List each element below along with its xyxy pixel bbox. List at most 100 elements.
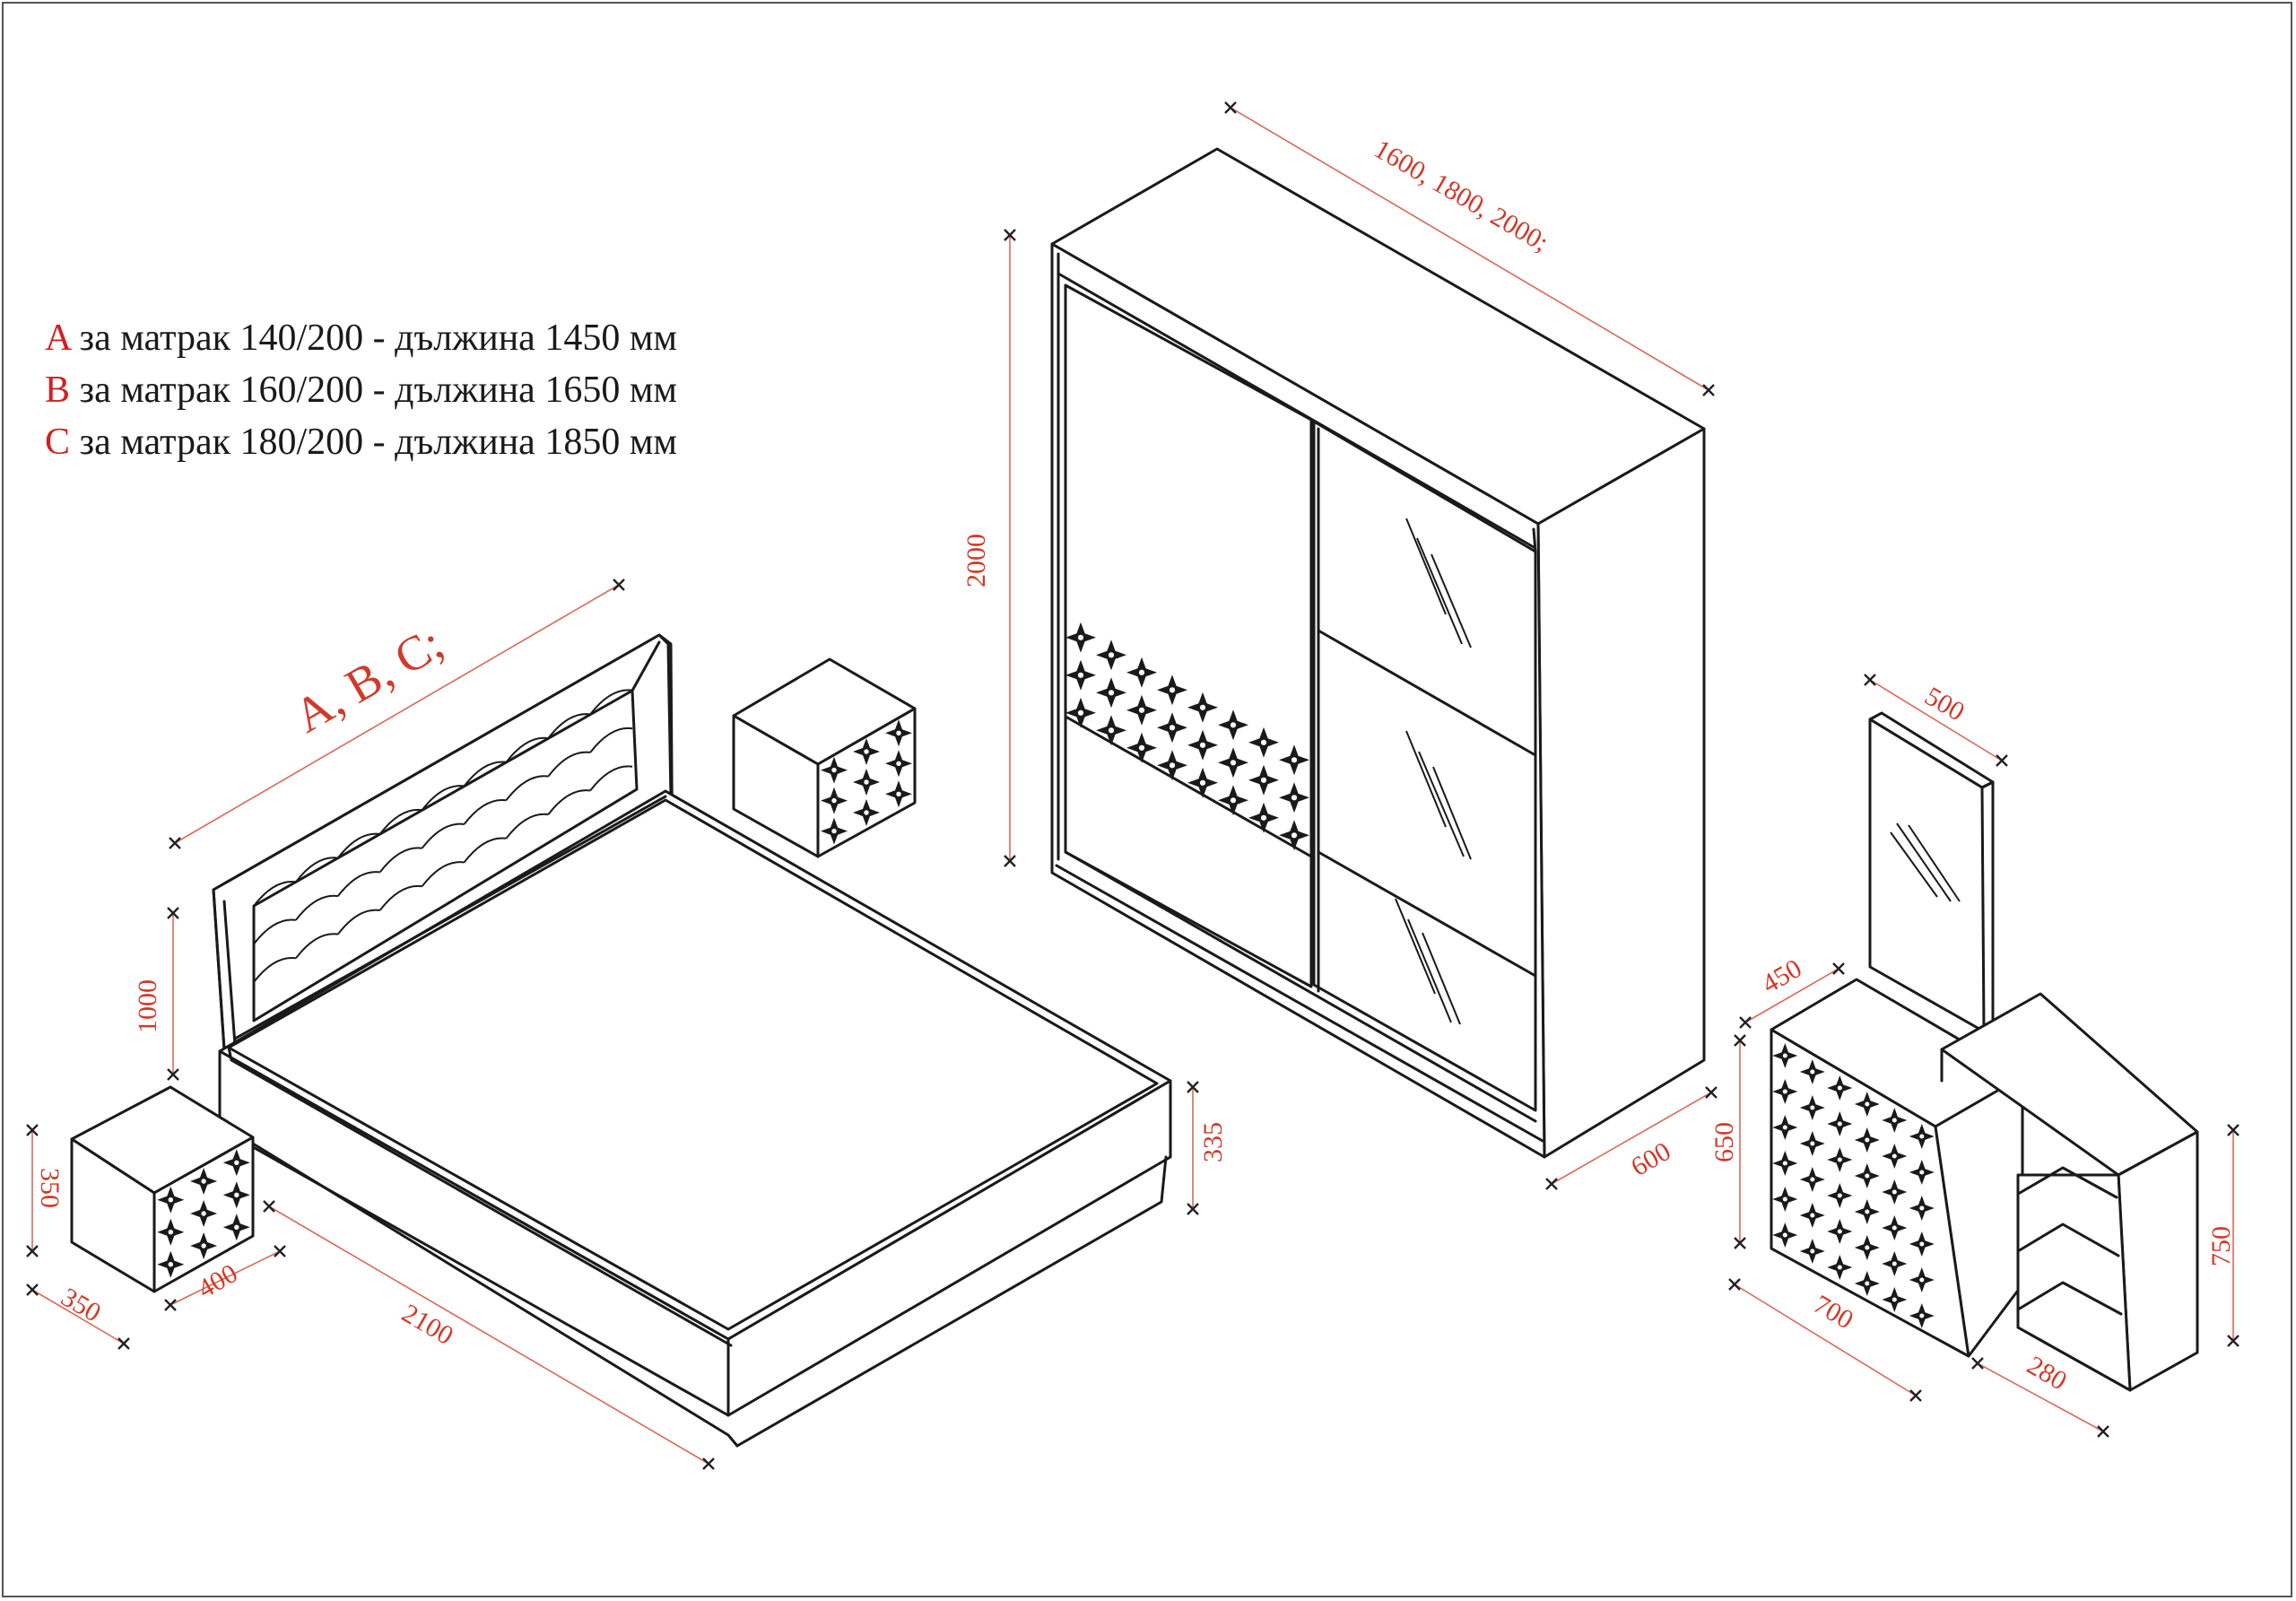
wardrobe-decor-dot bbox=[1108, 690, 1115, 696]
mattress-size-legend: A за матрак 140/200 - дължина 1450 мм B … bbox=[45, 312, 677, 468]
dresser-decor-dot bbox=[1919, 1134, 1925, 1139]
dresser-decor-dot bbox=[1782, 1232, 1787, 1238]
wardrobe-decor-dot bbox=[1199, 779, 1206, 786]
wardrobe-mirror-glare-3 bbox=[1395, 898, 1461, 1025]
headboard-tuft bbox=[295, 894, 338, 921]
dresser-decor-dot bbox=[1837, 1229, 1842, 1234]
legend-row-b: B за матрак 160/200 - дължина 1650 мм bbox=[45, 364, 677, 416]
dresser-decor-dot bbox=[1837, 1121, 1842, 1127]
wardrobe-rail-end bbox=[1532, 527, 1537, 553]
headboard-tuft bbox=[463, 761, 507, 787]
dresser-decor-dot bbox=[1837, 1157, 1842, 1162]
dimension-tick bbox=[26, 1283, 39, 1296]
dimension-tick bbox=[1004, 855, 1016, 867]
wardrobe-decor-dot bbox=[1138, 669, 1145, 675]
dresser-decor-dot bbox=[1810, 1177, 1815, 1182]
dresser-decor-dot bbox=[1810, 1141, 1815, 1146]
legend-text-a: за матрак 140/200 - дължина 1450 мм bbox=[70, 318, 677, 359]
wardrobe-decor-dot bbox=[1260, 739, 1267, 745]
dresser-decor-dot bbox=[1837, 1193, 1842, 1198]
headboard-tuft bbox=[505, 736, 549, 763]
nightstand-front-pattern bbox=[157, 1149, 250, 1278]
wardrobe-left-door bbox=[1064, 283, 1313, 988]
bed-headboard-tufting bbox=[253, 689, 633, 983]
nightstand-back-pattern bbox=[821, 719, 912, 845]
wardrobe-mirror-glare-2 bbox=[1405, 730, 1472, 860]
wardrobe-left-panel-line bbox=[1065, 716, 1313, 858]
label-wardrobe-height: 2000 bbox=[961, 534, 991, 587]
dresser-decor-dot bbox=[1782, 1053, 1787, 1058]
headboard-tuft bbox=[378, 808, 422, 835]
headboard-tuft bbox=[463, 798, 507, 825]
wardrobe-decor-dot bbox=[1230, 797, 1237, 804]
dimension-lines bbox=[26, 101, 2239, 1470]
bed bbox=[212, 633, 1172, 1448]
dimension-tick bbox=[702, 1457, 715, 1470]
dresser-decor-dot bbox=[1892, 1261, 1897, 1266]
dimension-tick bbox=[2097, 1425, 2109, 1438]
wardrobe bbox=[1050, 147, 1706, 1159]
dimension-tick bbox=[1909, 1389, 1922, 1402]
dimension-tick bbox=[1864, 674, 1876, 686]
dimension-tick bbox=[1187, 1203, 1199, 1215]
dimension-tick bbox=[167, 1068, 179, 1081]
label-shelf-height: 750 bbox=[2206, 1226, 2236, 1266]
label-wardrobe-width: 1600, 1800, 2000; bbox=[1370, 134, 1554, 257]
dimension-tick bbox=[1996, 754, 2008, 767]
dresser-pattern bbox=[1772, 1043, 1935, 1328]
headboard-tuft bbox=[547, 713, 591, 739]
dimension-tick bbox=[263, 1200, 275, 1213]
wardrobe-bottom-rail bbox=[1064, 850, 1537, 1123]
label-shelf-depth: 280 bbox=[2022, 1350, 2072, 1396]
nightstand-back bbox=[732, 657, 917, 858]
nightstand-front-decor-dot bbox=[234, 1192, 239, 1198]
dresser-decor-dot bbox=[1892, 1118, 1897, 1123]
dresser bbox=[1770, 711, 2199, 1392]
wardrobe-decor-dot bbox=[1138, 744, 1145, 751]
label-nightstand-width: 350 bbox=[57, 1282, 106, 1327]
dresser-decor-dot bbox=[1810, 1105, 1815, 1110]
wardrobe-decor-dot bbox=[1077, 634, 1084, 640]
wardrobe-plinth bbox=[1055, 864, 1544, 1143]
wardrobe-decor-dot bbox=[1291, 795, 1298, 801]
dresser-decor-dot bbox=[1837, 1085, 1842, 1091]
dimension-tick bbox=[1971, 1357, 1984, 1370]
nightstand-front-decor-dot bbox=[201, 1179, 206, 1184]
dimension-tick bbox=[1004, 229, 1016, 241]
dresser-decor-dot bbox=[1919, 1205, 1925, 1211]
dimension-tick bbox=[167, 907, 179, 919]
nightstand-back-decor-dot bbox=[831, 797, 837, 804]
nightstand-back-decor-dot bbox=[896, 791, 901, 796]
headboard-tuft bbox=[547, 751, 591, 778]
dresser-decor-dot bbox=[1810, 1213, 1815, 1218]
headboard-tuft bbox=[253, 918, 297, 945]
wardrobe-mirror-glare-1 bbox=[1405, 518, 1472, 648]
dresser-decor-dot bbox=[1919, 1277, 1925, 1283]
bed-headboard-frame bbox=[222, 900, 237, 1047]
nightstand-front-decor-dot bbox=[168, 1230, 173, 1235]
dresser-decor-dot bbox=[1782, 1125, 1787, 1130]
wardrobe-decor-dot bbox=[1169, 725, 1176, 731]
legend-text-b: за матрак 160/200 - дължина 1650 мм bbox=[70, 370, 677, 411]
headboard-tuft bbox=[337, 832, 380, 859]
wardrobe-decor-dot bbox=[1108, 727, 1115, 734]
wardrobe-decor-dot bbox=[1230, 722, 1237, 728]
wardrobe-decor-dot bbox=[1077, 672, 1084, 678]
dim-line-dresser-width bbox=[1734, 1283, 1917, 1397]
bed-frame-front bbox=[726, 1079, 1172, 1417]
nightstand-back-decor-dot bbox=[896, 761, 901, 766]
label-dresser-height: 650 bbox=[1709, 1122, 1739, 1162]
dim-line-bed-width bbox=[174, 584, 620, 844]
dim-line-nightstand-depth bbox=[170, 1250, 281, 1306]
dimension-tick bbox=[26, 1245, 39, 1257]
nightstand-back-decor-dot bbox=[864, 810, 869, 815]
dresser-decor-dot bbox=[1865, 1209, 1870, 1214]
nightstand-back-decor-dot bbox=[864, 749, 869, 754]
label-bed-height: 335 bbox=[1198, 1122, 1228, 1162]
label-dresser-depth: 450 bbox=[1757, 953, 1806, 999]
dresser-decor-dot bbox=[1865, 1101, 1870, 1107]
dim-line-nightstand-width bbox=[31, 1289, 125, 1344]
bed-headboard-side bbox=[212, 888, 226, 1051]
